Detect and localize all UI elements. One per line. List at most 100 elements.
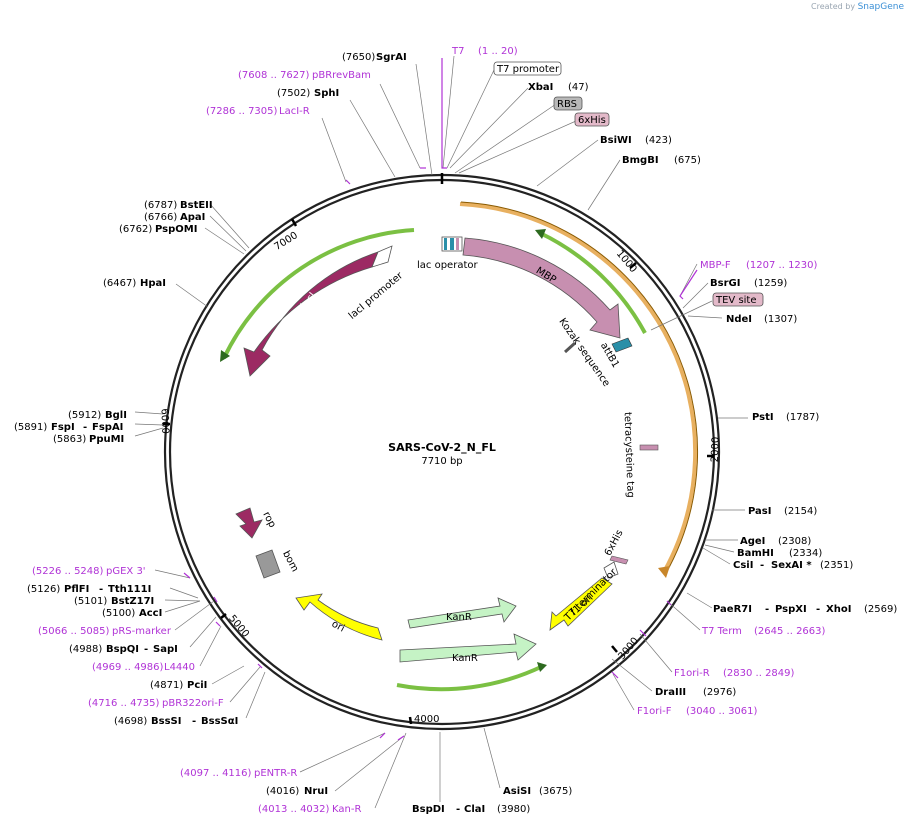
- hpai-name[interactable]: HpaI: [140, 278, 166, 289]
- pbrrevbam-pos: (7608 .. 7627): [238, 70, 310, 81]
- bgli-pos: (5912): [68, 410, 101, 421]
- pspxi-name[interactable]: PspXI: [775, 604, 807, 615]
- rbs-name[interactable]: RBS: [557, 99, 577, 110]
- clai-name[interactable]: ClaI: [464, 804, 485, 815]
- paer7i-name[interactable]: PaeR7I: [713, 604, 752, 615]
- bsrgi-name[interactable]: BsrGI: [710, 278, 740, 289]
- bspqi-name[interactable]: BspQI: [106, 644, 139, 655]
- bspdi-name[interactable]: BspDI: [412, 804, 445, 815]
- green-arc-left-head: [220, 350, 230, 362]
- t7-promoter-name[interactable]: T7 promoter: [496, 64, 560, 75]
- pasi-name[interactable]: PasI: [748, 506, 771, 517]
- xbai-pos: (47): [568, 82, 589, 93]
- xhoi-name[interactable]: XhoI: [826, 604, 851, 615]
- sgrai-name[interactable]: SgrAI: [376, 52, 407, 63]
- nrui-name[interactable]: NruI: [304, 786, 328, 797]
- csii-name[interactable]: CsiI: [733, 560, 753, 571]
- psti-name[interactable]: PstI: [752, 412, 774, 423]
- bsteii-pos: (6787): [144, 200, 177, 211]
- ppumi-name[interactable]: PpuMI: [89, 434, 124, 445]
- snapgene-credit: Created by SnapGene: [811, 2, 904, 12]
- agei-name[interactable]: AgeI: [740, 536, 765, 547]
- t7-promoter-chip: [493, 61, 562, 76]
- ndei-name[interactable]: NdeI: [726, 314, 752, 325]
- t7-name[interactable]: T7: [451, 46, 464, 57]
- pcii-name[interactable]: PciI: [187, 680, 207, 691]
- laci-r-name[interactable]: LacI-R: [279, 106, 310, 117]
- f1ori-r-pos: (2830 .. 2849): [723, 668, 795, 679]
- green-arc-right-head: [535, 229, 546, 239]
- fspi-name[interactable]: FspI: [51, 422, 75, 433]
- ppumi-pos: (5863): [53, 434, 86, 445]
- prs-name[interactable]: pRS-marker: [112, 626, 172, 637]
- f1ori-f-pos: (3040 .. 3061): [686, 706, 758, 717]
- t7term-name[interactable]: T7 Term: [701, 626, 742, 637]
- pbr322-name[interactable]: pBR322ori-F: [162, 698, 224, 709]
- fspai-name[interactable]: FspAI: [92, 422, 123, 433]
- bmgbi-name[interactable]: BmgBI: [622, 155, 659, 166]
- apai-name[interactable]: ApaI: [180, 212, 205, 223]
- mbp-arrow: [462, 237, 621, 339]
- kan-r-name[interactable]: Kan-R: [332, 804, 361, 815]
- bsssai-name[interactable]: BssSαI: [201, 716, 238, 727]
- hpai-pos: (6467): [103, 278, 136, 289]
- lac-operator-mark2: [450, 238, 454, 250]
- draiii-name[interactable]: DraIII: [655, 687, 686, 698]
- pflfi-pos: (5126): [27, 584, 60, 595]
- rop-label: rop: [260, 510, 277, 530]
- pspomi-pos: (6762): [119, 224, 152, 235]
- kanr-arrow-2: [399, 633, 537, 663]
- bgli-name[interactable]: BglI: [105, 410, 127, 421]
- prs-pos: (5066 .. 5085): [38, 626, 110, 637]
- svg-text:-: -: [456, 804, 460, 815]
- pspomi-name[interactable]: PspOMI: [155, 224, 197, 235]
- psti-pos: (1787): [786, 412, 819, 423]
- lac-operator-mark3: [456, 238, 459, 250]
- green-arc-bottom-head: [537, 662, 547, 672]
- bamhi-name[interactable]: BamHI: [737, 548, 774, 559]
- tth111i-name[interactable]: Tth111I: [108, 584, 151, 595]
- lac-operator-label: lac operator: [417, 260, 478, 271]
- acci-name[interactable]: AccI: [139, 608, 162, 619]
- asisi-name[interactable]: AsiSI: [503, 786, 531, 797]
- pgex3-name[interactable]: pGEX 3': [106, 566, 146, 577]
- svg-text:-: -: [760, 560, 764, 571]
- sixhis-name[interactable]: 6xHis: [578, 115, 606, 126]
- paer7i-pos: (2569): [864, 604, 897, 615]
- f1ori-f-name[interactable]: F1ori-F: [637, 706, 672, 717]
- pcii-pos: (4871): [150, 680, 183, 691]
- pbrrevbam-name[interactable]: pBRrevBam: [312, 70, 371, 81]
- plasmid-length: 7710 bp: [421, 456, 462, 467]
- ndei-pos: (1307): [764, 314, 797, 325]
- bsteii-name[interactable]: BstEII: [180, 200, 213, 211]
- tick-4000: 4000: [414, 714, 439, 725]
- pflfi-name[interactable]: PflFI: [64, 584, 89, 595]
- l4440-name[interactable]: L4440: [164, 662, 195, 673]
- f1ori-arrow: [549, 577, 613, 631]
- sixhis-box-2: [609, 555, 629, 565]
- laci-label: lacI: [299, 291, 318, 311]
- fspi-pos: (5891): [14, 422, 47, 433]
- bswi-name[interactable]: BsiWI: [600, 135, 632, 146]
- f1ori-r-name[interactable]: F1ori-R: [674, 668, 710, 679]
- xbai-name[interactable]: XbaI: [528, 82, 553, 93]
- orange-arc: [459, 202, 698, 573]
- bstz17i-name[interactable]: BstZ17I: [111, 596, 154, 607]
- ori-label: ori: [330, 619, 347, 635]
- sapi-name[interactable]: SapI: [153, 644, 178, 655]
- kozak-mark: [563, 341, 577, 354]
- laci-arrow: [243, 251, 379, 377]
- sexai-name[interactable]: SexAI *: [771, 560, 812, 571]
- bom-box: [255, 549, 281, 579]
- plasmid-name: SARS-CoV-2_N_FL: [388, 441, 496, 454]
- sphi-name[interactable]: SphI: [314, 88, 339, 99]
- l4440-pos: (4969 .. 4986): [92, 662, 164, 673]
- mbp-f-name[interactable]: MBP-F: [700, 260, 731, 271]
- bsssi-name[interactable]: BssSI: [151, 716, 181, 727]
- svg-text:-: -: [83, 422, 87, 433]
- bmgbi-pos: (675): [674, 155, 701, 166]
- tev-name[interactable]: TEV site: [715, 295, 757, 306]
- sgrai-pos: (7650): [342, 52, 375, 63]
- pentr-r-name[interactable]: pENTR-R: [254, 768, 297, 779]
- bom-label: bom: [280, 549, 300, 574]
